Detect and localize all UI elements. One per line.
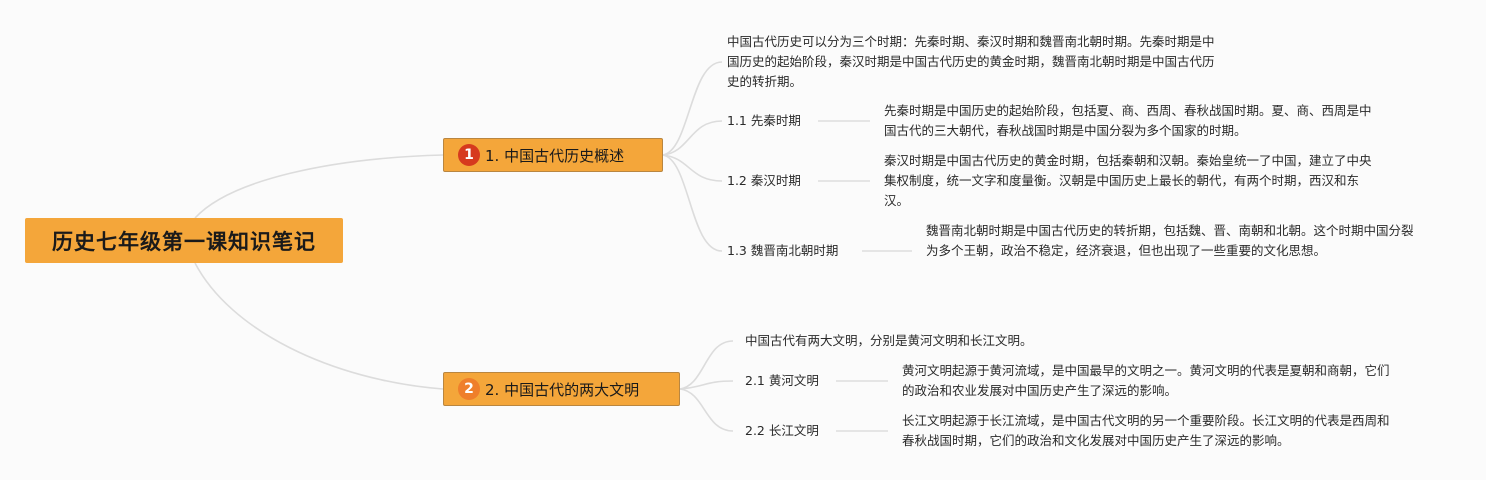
subtopic-1-3[interactable]: 1.3 魏晋南北朝时期	[727, 243, 839, 258]
subtopic-1-1[interactable]: 1.1 先秦时期	[727, 113, 801, 128]
connector-b1-item3	[662, 154, 723, 252]
branch-topic-2[interactable]: 2 2. 中国古代的两大文明	[443, 372, 680, 406]
number-badge-2: 2	[458, 378, 480, 400]
root-topic[interactable]: 历史七年级第一课知识笔记	[25, 218, 343, 263]
connector-b2-item2	[679, 388, 734, 432]
subtopic-1-1-detail[interactable]: 先秦时期是中国历史的起始阶段，包括夏、商、西周、春秋战国时期。夏、商、西周是中国…	[884, 103, 1372, 138]
connector-b1-item1	[662, 120, 723, 156]
connector-b1-summary	[662, 61, 723, 156]
subtopic-1-2[interactable]: 1.2 秦汉时期	[727, 173, 801, 188]
branch-topic-1[interactable]: 1 1. 中国古代历史概述	[443, 138, 663, 172]
subtopic-1-2-detail[interactable]: 秦汉时期是中国古代历史的黄金时期，包括秦朝和汉朝。秦始皇统一了中国，建立了中央集…	[884, 153, 1372, 208]
connector-b2-item1	[679, 380, 734, 390]
branch-2-label: 2. 中国古代的两大文明	[485, 380, 640, 399]
number-badge-1: 1	[458, 144, 480, 166]
subtopic-2-2[interactable]: 2.2 长江文明	[745, 423, 819, 438]
connector-root-branch2	[194, 262, 444, 390]
subtopic-2-1[interactable]: 2.1 黄河文明	[745, 373, 819, 388]
subtopic-2-2-detail[interactable]: 长江文明起源于长江流域，是中国古代文明的另一个重要阶段。长江文明的代表是西周和春…	[902, 413, 1390, 448]
root-title: 历史七年级第一课知识笔记	[52, 229, 316, 254]
connector-b1-item2	[662, 154, 723, 182]
subtopic-2-1-detail[interactable]: 黄河文明起源于黄河流域，是中国最早的文明之一。黄河文明的代表是夏朝和商朝，它们的…	[902, 363, 1390, 398]
subtopic-1-3-detail[interactable]: 魏晋南北朝时期是中国古代历史的转折期，包括魏、晋、南朝和北朝。这个时期中国分裂为…	[926, 223, 1414, 258]
branch-1-summary[interactable]: 中国古代历史可以分为三个时期：先秦时期、秦汉时期和魏晋南北朝时期。先秦时期是中国…	[727, 34, 1215, 89]
connector-b2-summary	[679, 340, 734, 390]
connector-root-branch1	[194, 154, 444, 219]
branch-1-label: 1. 中国古代历史概述	[485, 146, 625, 165]
branch-2-summary[interactable]: 中国古代有两大文明，分别是黄河文明和长江文明。	[745, 333, 1033, 348]
